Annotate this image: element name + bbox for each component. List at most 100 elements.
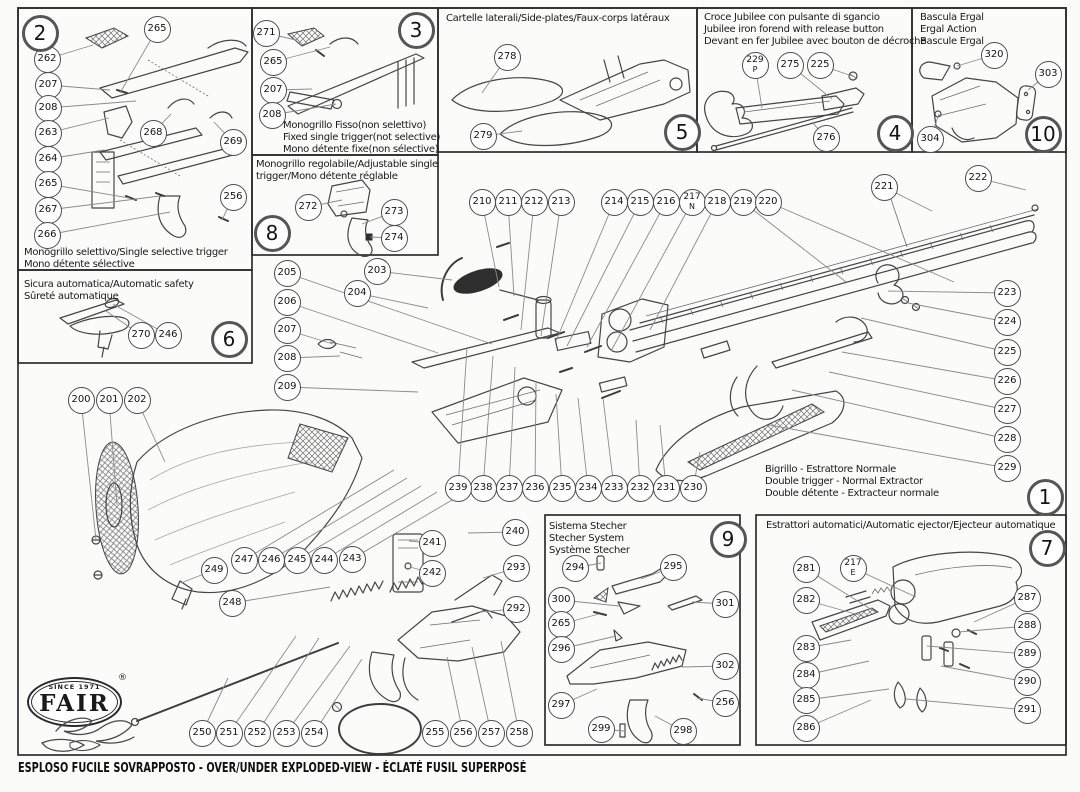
caption-line: trigger/Mono détente réglable (256, 170, 398, 182)
leader-line (610, 201, 693, 352)
leader-line (767, 201, 955, 283)
caption-line: Croce Jubilee con pulsante di sgancio (704, 12, 880, 23)
section-badge-1: 1 (1026, 478, 1064, 516)
part-badge-202: 202 (123, 386, 151, 414)
part-badge-243: 243 (338, 545, 366, 573)
part-number: 211 (498, 196, 518, 207)
part-number: 231 (656, 482, 676, 493)
fixed-single-trigger-caption: Monogrillo Fisso(non selettivo)Fixed sin… (283, 120, 440, 155)
part-badge-248: 248 (218, 589, 246, 617)
caption-line: Sûreté automatique (24, 290, 119, 302)
leader-line (286, 301, 439, 354)
part-badge-231: 231 (652, 474, 680, 502)
part-badge-274: 274 (380, 224, 408, 252)
part-badge-237: 237 (495, 474, 523, 502)
part-badge-272: 272 (294, 193, 322, 221)
part-number: 235 (552, 482, 572, 493)
leader-line (80, 399, 97, 541)
part-number: 245 (287, 554, 307, 565)
caption-line: Mono détente fixe(non sélective) (283, 143, 439, 155)
part-number: 200 (71, 394, 91, 405)
part-badge-289: 289 (1013, 640, 1041, 668)
section-number: 1 (1038, 485, 1052, 509)
part-badge-295: 295 (659, 553, 687, 581)
section-number: 2 (33, 21, 47, 45)
diagram-title: ESPLOSO FUCILE SOVRAPPOSTO - OVER/UNDER … (18, 761, 527, 776)
part-badge-233: 233 (600, 474, 628, 502)
part-number: 207 (277, 324, 297, 335)
part-number: 263 (38, 127, 58, 138)
single-selective-trigger-caption: Monogrillo selettivo/Single selective tr… (24, 247, 228, 271)
part-badge-207: 207 (259, 76, 287, 104)
part-number: 273 (384, 206, 404, 217)
part-number: 210 (472, 196, 492, 207)
leader-line (481, 201, 500, 288)
section-number: 4 (888, 121, 902, 145)
part-badge-238: 238 (469, 474, 497, 502)
part-number: 298 (673, 725, 693, 736)
part-badge-265: 265 (259, 48, 287, 76)
part-number: 294 (565, 562, 585, 573)
toplever-parts-drawing (771, 264, 921, 369)
part-number: 229 (997, 462, 1017, 473)
leader-line (231, 586, 331, 604)
part-number: 240 (505, 526, 525, 537)
logo-oval: SINCE 1971 FAIR (27, 677, 122, 727)
leader-line (566, 201, 641, 347)
part-badge-300: 300 (547, 586, 575, 614)
part-badge-208: 208 (34, 94, 62, 122)
leader-line (555, 201, 615, 342)
part-badge-223: 223 (993, 279, 1021, 307)
part-badge-279: 279 (469, 122, 497, 150)
part-badge-221: 221 (870, 173, 898, 201)
part-badge-299: 299 (587, 715, 615, 743)
part-badge-227: 227 (993, 396, 1021, 424)
part-badge-304: 304 (916, 125, 944, 153)
part-number: 219 (733, 196, 753, 207)
cleaning-rod-drawing (130, 580, 339, 727)
part-number: 272 (298, 201, 318, 212)
part-number: 256 (715, 697, 735, 708)
forend-drawing (655, 365, 845, 482)
leader-line (887, 290, 1008, 294)
part-badge-294: 294 (561, 554, 589, 582)
part-number: 275 (780, 59, 800, 70)
part-number: 264 (38, 153, 58, 164)
adjustable-trigger-drawing (327, 179, 373, 257)
section-number: 3 (409, 18, 423, 42)
part-number: 302 (715, 660, 735, 671)
part-badge-267: 267 (34, 196, 62, 224)
part-badge-297: 297 (547, 691, 575, 719)
caption-line: Fixed single trigger(not selective) (283, 131, 441, 143)
part-badge-258: 258 (505, 719, 533, 747)
part-number: 282 (796, 594, 816, 605)
section-badge-5: 5 (663, 113, 701, 151)
section-badge-10: 10 (1024, 115, 1062, 153)
part-number: 202 (127, 394, 147, 405)
part-badge-265: 265 (143, 15, 171, 43)
leader-line (841, 351, 1008, 382)
leader-line (457, 346, 468, 489)
part-number: 247 (234, 554, 254, 565)
part-badge-225: 225 (806, 51, 834, 79)
part-number: 265 (263, 56, 283, 67)
part-number: 300 (551, 594, 571, 605)
part-number: 205 (277, 267, 297, 278)
part-badge-264: 264 (34, 145, 62, 173)
part-badge-254: 254 (300, 719, 328, 747)
part-badge-256: 256 (449, 719, 477, 747)
part-badge-276: 276 (812, 124, 840, 152)
leader-line (520, 201, 535, 331)
part-badge-200: 200 (67, 386, 95, 414)
registered-trademark-symbol: ® (118, 673, 127, 683)
part-badge-271: 271 (252, 19, 280, 47)
part-badge-212: 212 (520, 188, 548, 216)
part-badge-215: 215 (626, 188, 654, 216)
leader-line (108, 399, 118, 506)
part-number: 267 (38, 204, 58, 215)
caption-line: Système Stecher (549, 544, 630, 556)
section-number: 8 (265, 221, 279, 245)
part-badge-204: 204 (343, 279, 371, 307)
